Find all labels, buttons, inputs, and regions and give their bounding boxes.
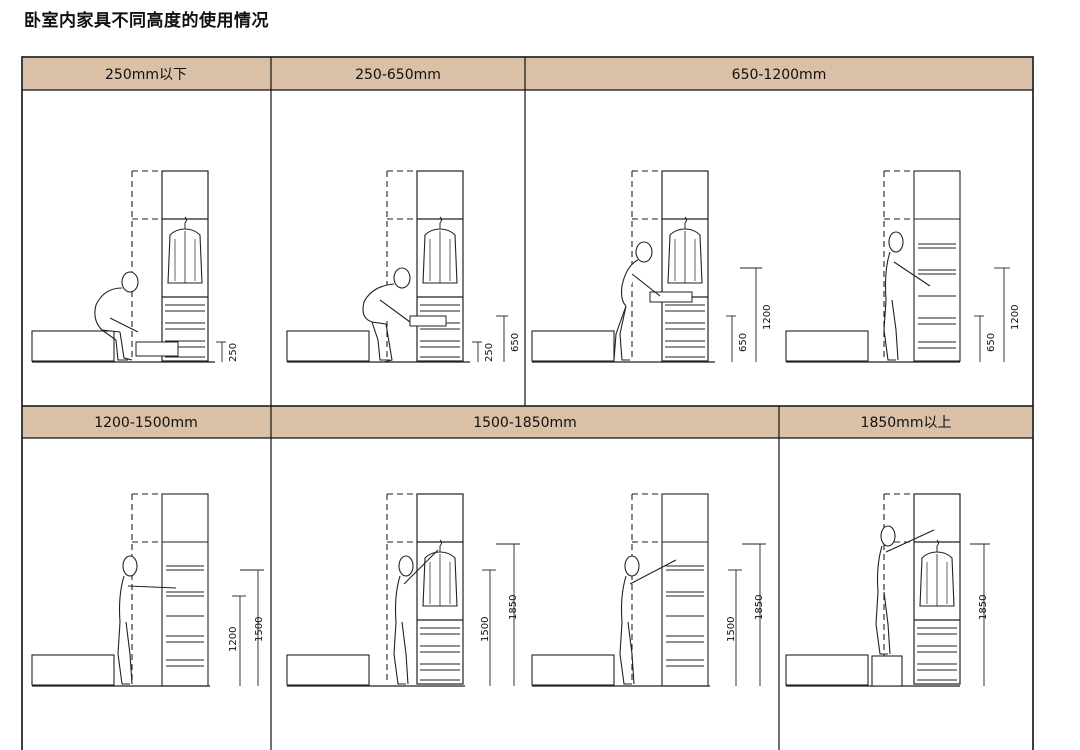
header-650-1200: 650-1200mm — [732, 67, 827, 83]
figure-reaching-shelf — [619, 555, 677, 685]
panel-250-650: 250 650 — [286, 170, 521, 363]
figure-bending — [362, 267, 411, 363]
panel-over-1850: 1850 — [785, 493, 990, 687]
panel-650-1200-a: 650 1200 — [531, 170, 773, 363]
figure-leaning — [613, 241, 661, 361]
dim-1850-a: 1850 — [508, 595, 519, 620]
dim-1850-b: 1850 — [754, 595, 765, 620]
figure-on-stool — [875, 525, 935, 655]
panel-under-250: 250 — [31, 170, 239, 363]
panel-1500-1850-a: 1500 1850 — [286, 493, 520, 687]
dim-650-b: 650 — [738, 333, 749, 352]
dim-650-a: 650 — [510, 333, 521, 352]
row2-header-bg — [23, 406, 1032, 438]
row1-header-bg — [23, 58, 1032, 90]
figure-standing-reach — [883, 231, 931, 361]
dim-1500-a: 1500 — [254, 617, 265, 642]
panel-1200-1500: 1200 1500 — [31, 493, 265, 687]
dim-1850-c: 1850 — [978, 595, 989, 620]
panel-650-1200-b: 650 1200 — [785, 170, 1021, 363]
figure-hanging-coat — [393, 549, 439, 685]
panel-1500-1850-b: 1500 1850 — [531, 493, 766, 687]
dim-650-c: 650 — [986, 333, 997, 352]
header-250-650: 250-650mm — [355, 67, 441, 83]
dim-1500-b: 1500 — [480, 617, 491, 642]
dim-250-a: 250 — [228, 343, 239, 362]
dim-1200-b: 1200 — [1010, 305, 1021, 330]
header-1200-1500: 1200-1500mm — [94, 415, 198, 431]
header-1500-1850: 1500-1850mm — [473, 415, 577, 431]
dim-1200-c: 1200 — [228, 627, 239, 652]
header-under-250: 250mm以下 — [105, 67, 187, 83]
header-over-1850: 1850mm以上 — [861, 415, 952, 431]
dim-1500-c: 1500 — [726, 617, 737, 642]
dim-1200-a: 1200 — [762, 305, 773, 330]
dim-250-b: 250 — [484, 343, 495, 362]
step-stool — [871, 655, 903, 687]
figure-crouching — [94, 271, 139, 361]
page-title: 卧室内家具不同高度的使用情况 — [24, 11, 269, 31]
figure-standing-chest — [117, 555, 177, 685]
diagram-frame — [21, 56, 1034, 750]
